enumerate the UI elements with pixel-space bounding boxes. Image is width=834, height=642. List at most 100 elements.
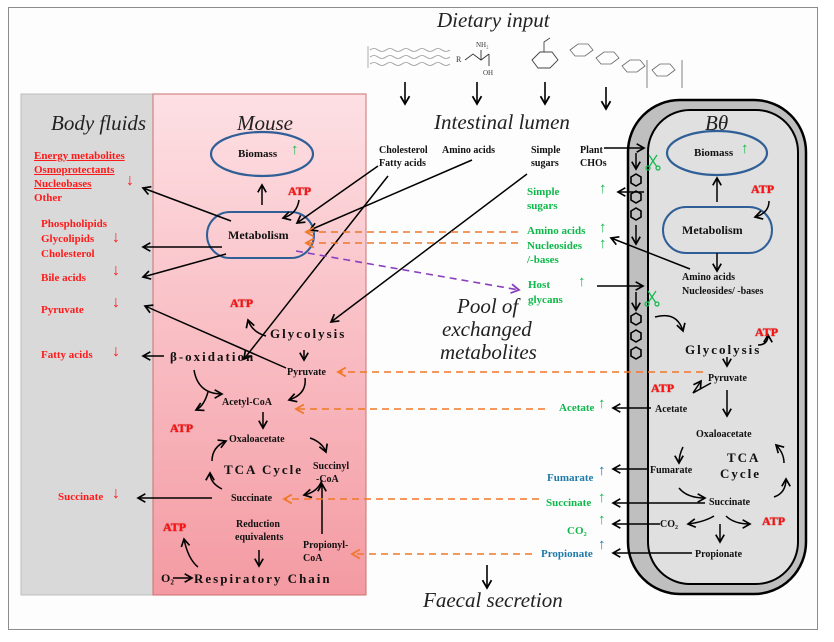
lipid-molecule-icon (367, 46, 451, 68)
ex-succinate: Succinate (546, 497, 592, 509)
bact-co2: CO₂ (660, 519, 678, 530)
bf-fatty-acids: Fatty acids (41, 349, 93, 361)
mouse-oxaloacetate: Oxaloacetate (229, 434, 285, 445)
bact-atp-acetate: ATP (651, 381, 675, 395)
metab-to-fluids-1 (141, 185, 232, 222)
pool-label-1: Pool of (457, 294, 519, 318)
mouse-atp-glycolysis: ATP (230, 296, 254, 310)
mouse-metabolism: Metabolism (228, 228, 289, 242)
bact-succinate-to-atp (725, 515, 752, 529)
bf-energy-metabolites: Energy metabolites (34, 150, 125, 162)
lumen-plant-chos-2: CHOs (580, 158, 607, 169)
bact-tca-1: TCA (727, 450, 761, 465)
bf-nucleobases: Nucleobases (34, 178, 92, 190)
bact-pyruvate: Pyruvate (708, 373, 747, 384)
bact-oxalo-to-fumarate (674, 446, 684, 465)
bact-fumarate-to-succinate (678, 487, 707, 503)
polysaccharide-molecule-icon (569, 43, 683, 88)
ex-fumarate: Fumarate (547, 472, 594, 484)
mouse-panel (152, 93, 367, 596)
bact-glycolysis: Glycolysis (685, 342, 762, 357)
mouse-reduction-2: equivalents (235, 532, 284, 543)
decrease-arrow-icon: ↓ (126, 172, 134, 189)
ex-nucleosides-2: /-bases (527, 254, 559, 266)
mouse-biomass-ellipse (209, 130, 315, 178)
bf-osmoprotectants: Osmoprotectants (34, 164, 115, 176)
bact-aa-to-nucleosides (609, 235, 691, 270)
lumen-plant-chos-1: Plant (580, 145, 603, 156)
ex-simple-sugars-1: Simple (527, 186, 560, 198)
oxalo-to-succinylcoa (309, 437, 328, 454)
mouse-atp-resp: ATP (163, 520, 187, 534)
increase-arrow-icon: ↑ (599, 181, 607, 197)
pool-label-3: metabolites (440, 340, 537, 364)
body-fluids-label: Body fluids (51, 111, 147, 135)
increase-arrow-icon: ↑ (741, 141, 749, 157)
lumen-cholesterol: Cholesterol (379, 145, 428, 156)
pyruvate-to-fluids (143, 304, 287, 369)
bf-cholesterol: Cholesterol (41, 248, 95, 260)
bact-oxaloacetate: Oxaloacetate (696, 429, 752, 440)
lumen-simple-sugars-1: Simple (531, 145, 561, 156)
bf-phospholipids: Phospholipids (41, 218, 108, 230)
bf-pyruvate: Pyruvate (41, 304, 84, 316)
svg-text:NH₂: NH₂ (476, 41, 489, 49)
hexagon-column-bottom (630, 312, 642, 360)
svg-text:R: R (456, 55, 462, 64)
mouse-succinate: Succinate (231, 493, 273, 504)
bf-other: Other (34, 192, 63, 204)
glucose-molecule-icon (531, 37, 559, 69)
increase-arrow-icon: ↑ (598, 537, 606, 553)
increase-arrow-icon: ↑ (578, 274, 586, 290)
bacterium-inner-membrane (647, 109, 799, 585)
faecal-secretion-label: Faecal secretion (423, 588, 563, 612)
mouse-o2: O₂ (161, 571, 174, 585)
scissors-icon (644, 290, 660, 307)
ex-propionate: Propionate (541, 548, 593, 560)
atp-to-metab (281, 199, 300, 221)
glycan-to-glycolysis (654, 314, 686, 333)
bact-succinate-to-tca-right (773, 477, 791, 498)
svg-text:OH: OH (483, 69, 493, 77)
decrease-arrow-icon: ↓ (112, 294, 120, 311)
cholesterol-to-metab (295, 165, 379, 224)
bact-atp-top: ATP (751, 182, 775, 196)
bact-metabolism: Metabolism (682, 223, 743, 237)
pyruvate-to-acetylcoa (287, 377, 306, 403)
ex-acetate: Acetate (559, 402, 595, 414)
ex-amino-acids: Amino acids (527, 225, 586, 237)
lumen-simple-sugars-2: sugars (531, 158, 559, 169)
bact-acetate: Acetate (655, 404, 688, 415)
ex-host-glycans-2: glycans (528, 294, 563, 306)
succinate-to-tca-left (205, 471, 223, 490)
amino-acid-molecule-icon: R NH₂ OH (456, 41, 493, 77)
scissors-icon (645, 154, 661, 171)
host-glycan-exchange (295, 250, 521, 294)
mouse-atp-betaox: ATP (170, 421, 194, 435)
betaox-to-acetylcoa (193, 369, 224, 399)
tca-left-to-oxalo (211, 439, 228, 462)
increase-arrow-icon: ↑ (598, 463, 606, 479)
mouse-atp-top: ATP (288, 184, 312, 198)
hexagon-column-top (630, 173, 642, 221)
mouse-propionyl-coa-2: CoA (303, 553, 323, 564)
bact-atp-tca: ATP (762, 514, 786, 528)
mouse-biomass: Biomass (238, 148, 278, 160)
decrease-arrow-icon: ↓ (112, 229, 120, 246)
bact-glycolysis-to-atp (757, 333, 773, 346)
increase-arrow-icon: ↑ (598, 512, 606, 528)
succinylcoa-to-succinate (302, 479, 323, 499)
increase-arrow-icon: ↑ (598, 490, 606, 506)
aminoacids-to-metab (308, 159, 473, 232)
ex-simple-sugars-2: sugars (527, 200, 558, 212)
increase-arrow-icon: ↑ (598, 396, 606, 412)
bact-atp-glycolysis: ATP (755, 325, 779, 339)
mouse-glycolysis: Glycolysis (270, 326, 347, 341)
bact-atp-to-metab (753, 200, 770, 220)
bact-tca-right-to-oxalo (774, 443, 785, 464)
mouse-reduction-1: Reduction (236, 519, 280, 530)
ex-host-glycans-1: Host (528, 279, 550, 291)
cholesterol-to-betaox (242, 175, 389, 361)
bact-succinate: Succinate (709, 497, 751, 508)
